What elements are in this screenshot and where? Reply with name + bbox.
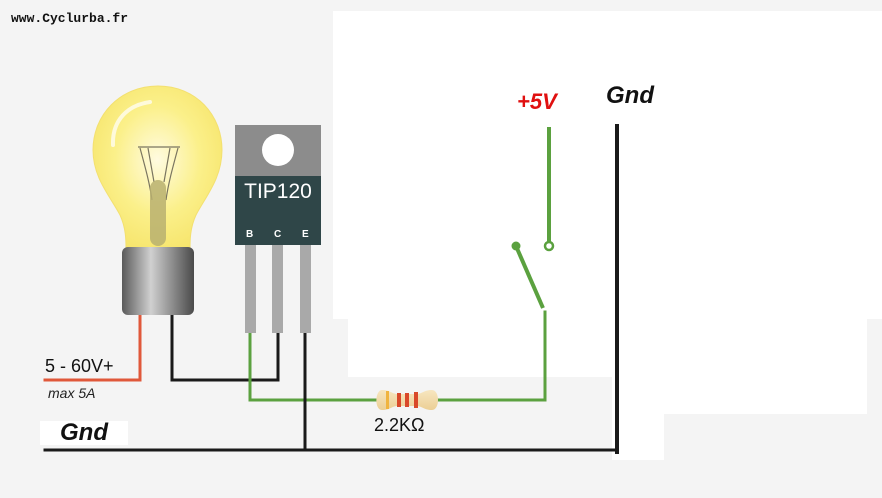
- white-panel-lower: [612, 414, 664, 460]
- pin-label-base: B: [246, 229, 254, 240]
- white-panel-upper: [333, 11, 882, 319]
- plus-5v-label: +5V: [517, 89, 557, 114]
- pin-collector: [272, 245, 283, 333]
- resistor-band-1: [386, 391, 389, 409]
- gnd-bottom-label-box: Gnd: [40, 419, 128, 446]
- pin-label-collector: C: [274, 229, 282, 240]
- white-panel-right: [612, 319, 867, 414]
- toggle-switch[interactable]: [511, 127, 555, 309]
- mounting-hole: [262, 134, 294, 166]
- filament-wire: [138, 146, 180, 201]
- tip120-transistor: [235, 125, 321, 333]
- bulb-highlight: [110, 100, 152, 147]
- transistor-body: [235, 176, 321, 245]
- resistor-band-2: [397, 393, 401, 407]
- resistor-value-label: 2.2KΩ: [374, 415, 425, 435]
- switch-lever: [514, 245, 545, 309]
- watermark: www.Cyclurba.fr: [11, 11, 129, 26]
- bulb-socket: [122, 247, 194, 315]
- base-resistor: [376, 390, 438, 410]
- wires: [43, 124, 619, 454]
- gnd-bottom-label: Gnd: [60, 419, 108, 446]
- pin-emitter: [300, 245, 311, 333]
- supply-red-wire: [43, 314, 142, 382]
- supply-current-label: max 5A: [48, 385, 96, 401]
- supply-voltage-label: 5 - 60V+: [45, 356, 114, 376]
- gnd-top-label: Gnd: [606, 82, 654, 109]
- filament-stem: [150, 180, 166, 246]
- bulb-to-collector-wire: [170, 314, 280, 382]
- pin-label-emitter: E: [302, 229, 309, 240]
- base-green-wire: [248, 310, 547, 402]
- resistor-band-4: [414, 392, 418, 408]
- switch-contact-fixed: [543, 240, 555, 252]
- light-bulb: [92, 85, 223, 315]
- pin-base: [245, 245, 256, 333]
- resistor-band-3: [405, 393, 409, 407]
- transistor-part-label: TIP120: [244, 180, 312, 203]
